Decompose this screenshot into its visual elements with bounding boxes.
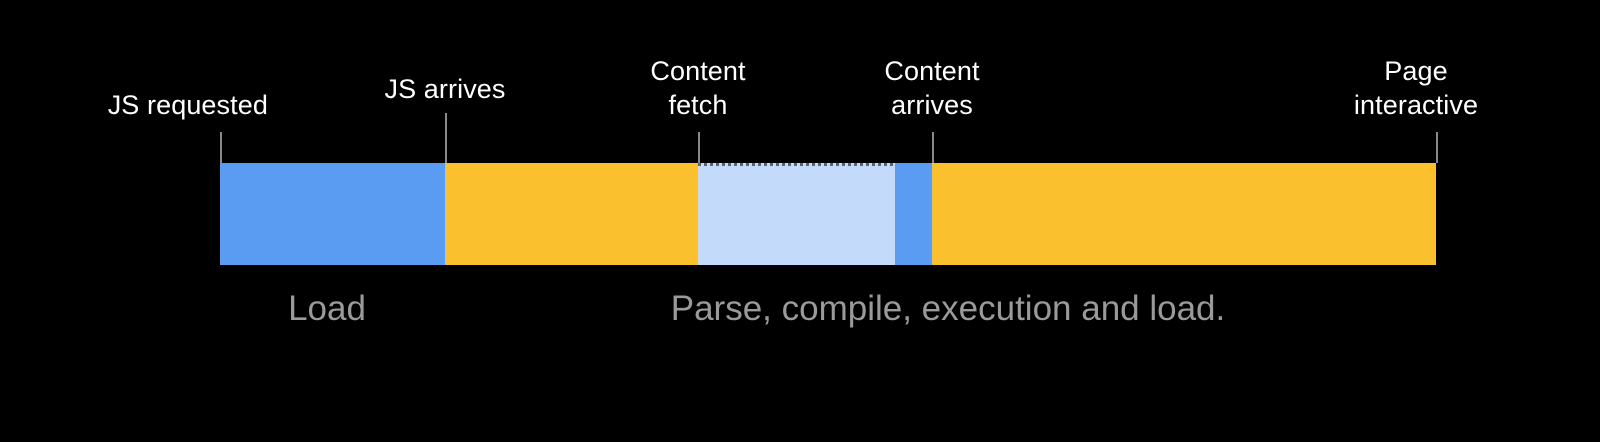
marker-label-content-arrives: Content arrives xyxy=(884,56,980,120)
tick-content-fetch xyxy=(698,132,700,163)
bar-segment-content-fetch-wait xyxy=(698,163,895,265)
tick-js-arrives xyxy=(445,113,447,163)
marker-label-content-fetch: Content fetch xyxy=(650,56,746,120)
phase-caption-parse-compile-execute-load: Parse, compile, execution and load. xyxy=(670,289,1226,328)
timeline-bar xyxy=(220,163,1436,265)
bar-segment-content-download xyxy=(895,163,932,265)
bar-segment-js-download xyxy=(220,163,445,265)
bar-segment-content-execute-load xyxy=(932,163,1436,265)
tick-page-interactive xyxy=(1436,132,1438,163)
bar-segment-js-parse-compile-execute xyxy=(445,163,698,265)
phase-caption-load: Load xyxy=(288,289,366,328)
marker-label-page-interactive: Page interactive xyxy=(1353,56,1479,120)
tick-content-arrives xyxy=(932,132,934,163)
marker-label-js-arrives: JS arrives xyxy=(384,74,506,104)
tick-js-requested xyxy=(220,132,222,163)
marker-label-js-requested: JS requested xyxy=(107,90,268,120)
